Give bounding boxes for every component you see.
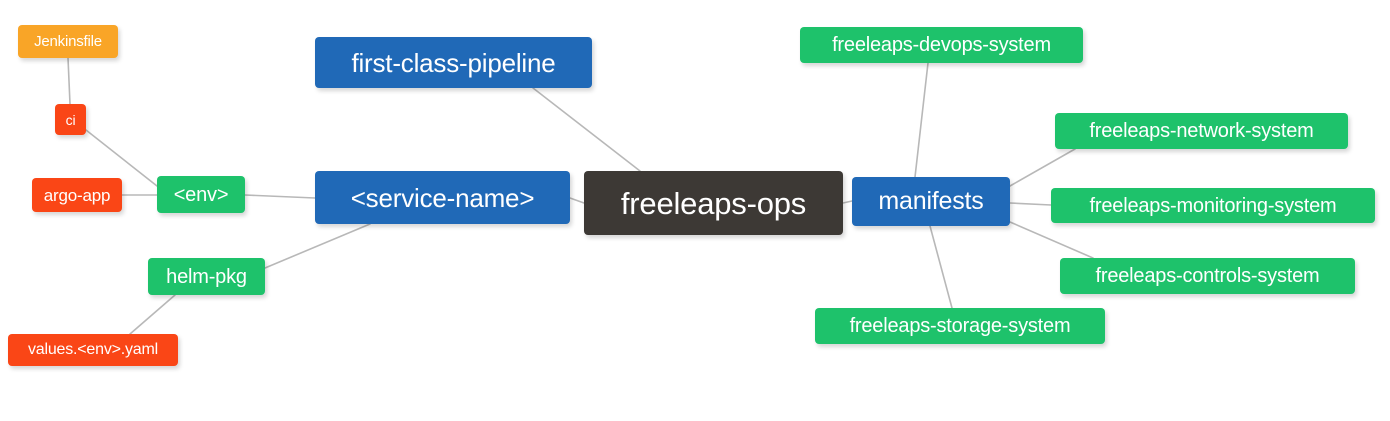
mindmap-node-label: manifests xyxy=(878,187,984,215)
mindmap-node-label: freeleaps-controls-system xyxy=(1095,265,1320,287)
mindmap-node-label: <env> xyxy=(173,183,229,206)
mindmap-node-argo-app[interactable]: argo-app xyxy=(32,178,122,212)
mindmap-node-freeleaps-monitoring-system[interactable]: freeleaps-monitoring-system xyxy=(1051,188,1375,223)
mindmap-node-service-name[interactable]: <service-name> xyxy=(315,171,570,224)
edge-manifests-storage xyxy=(929,225,953,309)
edge-service-name-helm-pkg xyxy=(264,223,371,269)
mindmap-node-env[interactable]: <env> xyxy=(157,176,245,213)
mindmap-node-values-env-yaml[interactable]: values.<env>.yaml xyxy=(8,334,178,366)
edge-ops-first-class-pipeline xyxy=(532,87,641,172)
mindmap-node-label: freeleaps-devops-system xyxy=(832,34,1051,56)
mindmap-node-label: values.<env>.yaml xyxy=(27,341,158,358)
edge-manifests-network xyxy=(1009,148,1076,187)
edge-ci-jenkinsfile xyxy=(67,57,71,105)
edge-service-name-env xyxy=(244,194,316,199)
edge-ops-manifests xyxy=(842,200,853,204)
mindmap-node-label: ci xyxy=(65,111,76,128)
mindmap-node-label: helm-pkg xyxy=(166,265,247,288)
mindmap-node-label: freeleaps-network-system xyxy=(1089,120,1314,142)
edge-manifests-controls xyxy=(1009,221,1094,259)
mindmap-node-label: freeleaps-storage-system xyxy=(849,315,1071,337)
mindmap-node-label: Jenkinsfile xyxy=(34,33,102,50)
mindmap-node-freeleaps-devops-system[interactable]: freeleaps-devops-system xyxy=(800,27,1083,63)
edge-manifests-devops xyxy=(914,62,929,178)
mindmap-node-label: <service-name> xyxy=(350,182,535,213)
mindmap-node-manifests[interactable]: manifests xyxy=(852,177,1010,226)
edge-helm-pkg-values xyxy=(129,294,176,335)
mindmap-node-label: first-class-pipeline xyxy=(351,47,556,78)
mindmap-node-first-class-pipeline[interactable]: first-class-pipeline xyxy=(315,37,592,88)
mindmap-node-helm-pkg[interactable]: helm-pkg xyxy=(148,258,265,295)
mindmap-node-ci[interactable]: ci xyxy=(55,104,86,135)
mindmap-node-jenkinsfile[interactable]: Jenkinsfile xyxy=(18,25,118,58)
mindmap-node-freeleaps-storage-system[interactable]: freeleaps-storage-system xyxy=(815,308,1105,344)
mindmap-node-freeleaps-ops[interactable]: freeleaps-ops xyxy=(584,171,843,235)
mindmap-node-label: argo-app xyxy=(43,185,111,205)
mindmap-node-label: freeleaps-ops xyxy=(620,185,807,221)
mindmap-node-label: freeleaps-monitoring-system xyxy=(1089,194,1337,217)
edge-ops-service-name xyxy=(569,197,585,204)
mindmap-node-freeleaps-network-system[interactable]: freeleaps-network-system xyxy=(1055,113,1348,149)
edge-manifests-monitoring xyxy=(1009,202,1052,206)
mindmap-node-freeleaps-controls-system[interactable]: freeleaps-controls-system xyxy=(1060,258,1355,294)
